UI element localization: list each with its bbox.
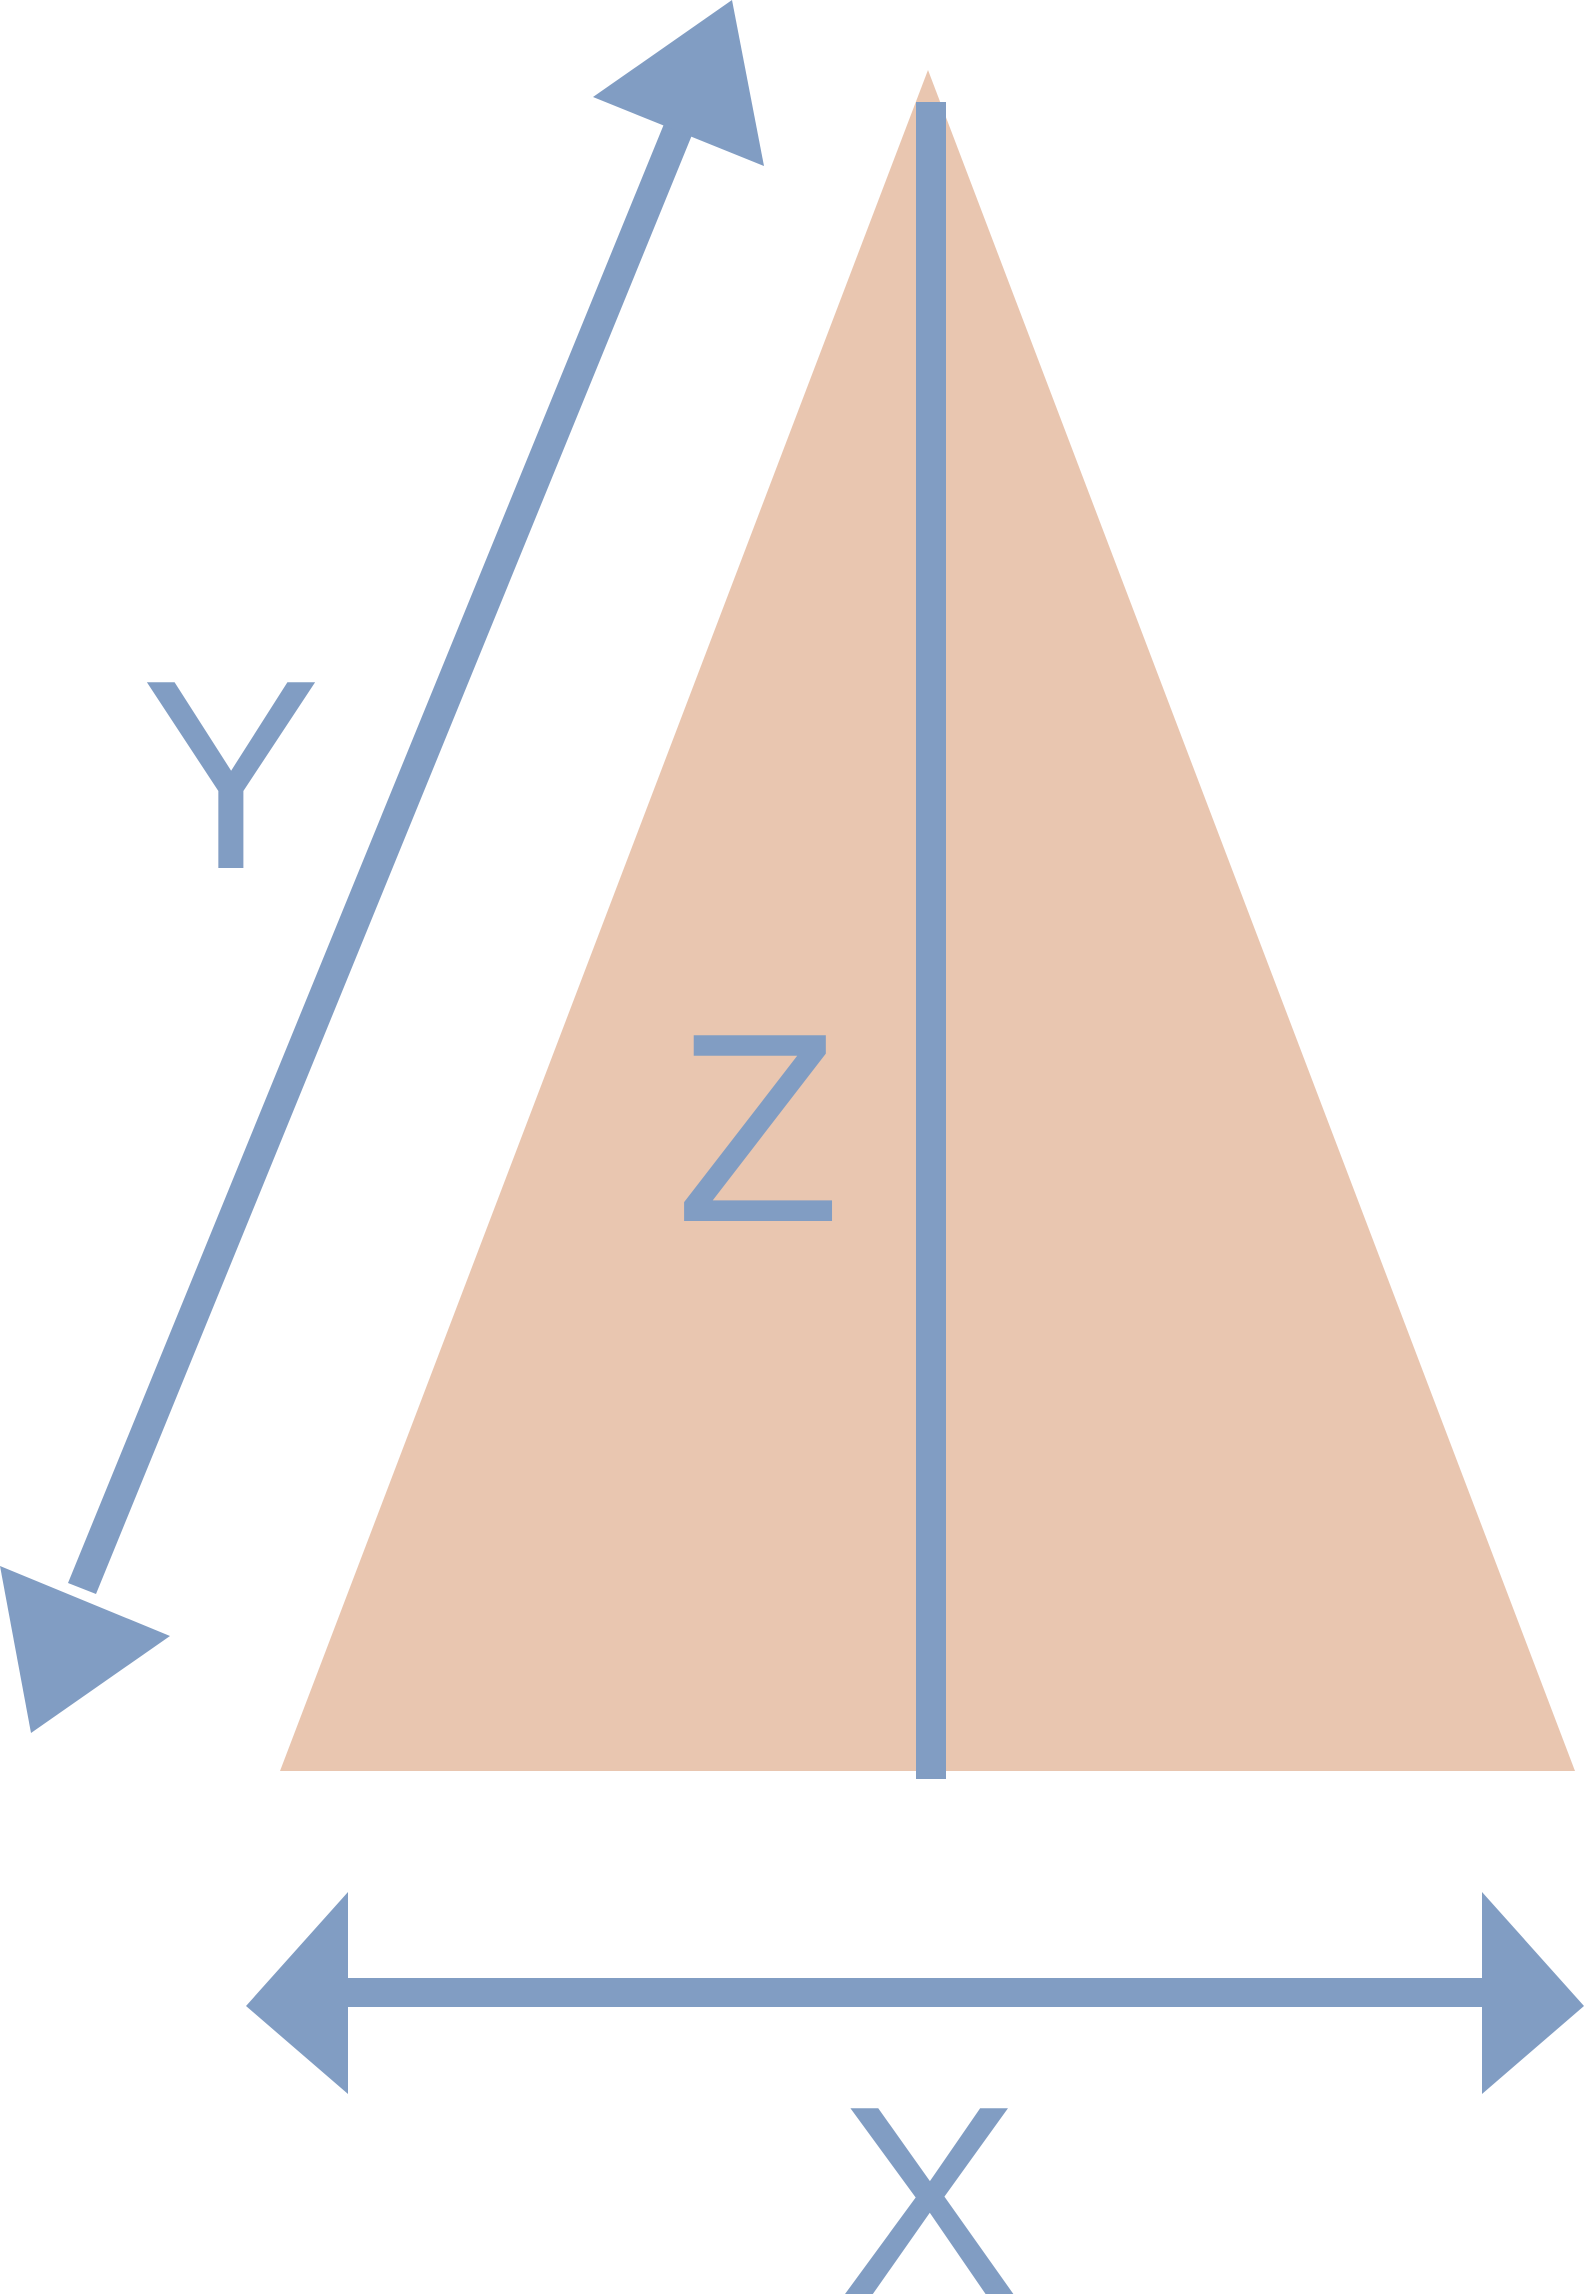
z-label: Z: [676, 978, 841, 1279]
x-label: X: [839, 2051, 1019, 2295]
x-arrow-shaft: [340, 1978, 1490, 2007]
y-arrow-head-bottom: [0, 1566, 170, 1733]
x-arrow-head-right: [1482, 1892, 1584, 2094]
y-label: Y: [141, 625, 321, 926]
z-height-line: [916, 102, 946, 1779]
y-arrow-head-top: [593, 0, 764, 166]
y-arrow-shaft: [68, 124, 692, 1594]
y-dimension-arrow: [0, 0, 764, 1733]
x-arrow-head-left: [246, 1892, 348, 2094]
x-dimension-arrow: [246, 1892, 1584, 2094]
